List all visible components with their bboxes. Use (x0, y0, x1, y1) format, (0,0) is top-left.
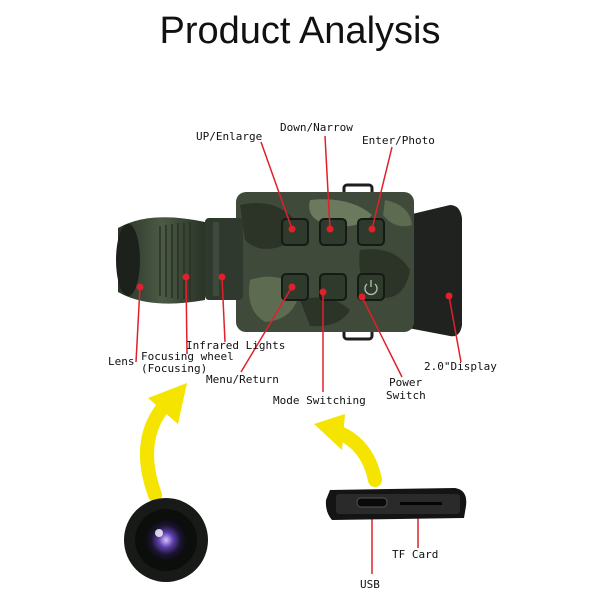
usb-port-icon (356, 497, 388, 508)
lens-barrel (205, 218, 243, 300)
label-up-enlarge: UP/Enlarge (196, 130, 263, 143)
night-vision-device (116, 183, 462, 341)
yellow-arrow-ports (314, 414, 382, 487)
label-power-switch: Power (389, 376, 423, 389)
power-icon (364, 280, 378, 296)
label-focusing-wheel: Focusing wheel (141, 350, 234, 363)
display-hood (408, 205, 462, 337)
label-focusing-wheel-sub: (Focusing) (141, 362, 208, 375)
tf-card-slot-icon (400, 502, 442, 505)
label-infrared-lights: Infrared Lights (186, 339, 286, 352)
label-usb: USB (360, 578, 380, 591)
label-display: 2.0"Display (424, 360, 497, 373)
label-enter-photo: Enter/Photo (362, 134, 435, 147)
label-mode-switching: Mode Switching (273, 394, 366, 407)
yellow-arrow-lens (140, 383, 187, 502)
lens-closeup (124, 498, 208, 582)
callout-lines (135, 135, 462, 574)
mode-switching-button (319, 273, 347, 301)
up-enlarge-button (281, 218, 309, 246)
label-down-narrow: Down/Narrow (280, 121, 353, 134)
down-narrow-button (319, 218, 347, 246)
button-grid (281, 218, 385, 301)
label-lens: Lens (108, 355, 135, 368)
lens-icon (145, 519, 187, 561)
label-power-switch-sub: Switch (386, 389, 426, 402)
ports-closeup (325, 488, 467, 520)
front-lens-ring (116, 224, 140, 296)
label-tf-card: TF Card (392, 548, 439, 561)
label-menu-return: Menu/Return (206, 373, 279, 386)
page-title: Product Analysis (159, 10, 441, 52)
